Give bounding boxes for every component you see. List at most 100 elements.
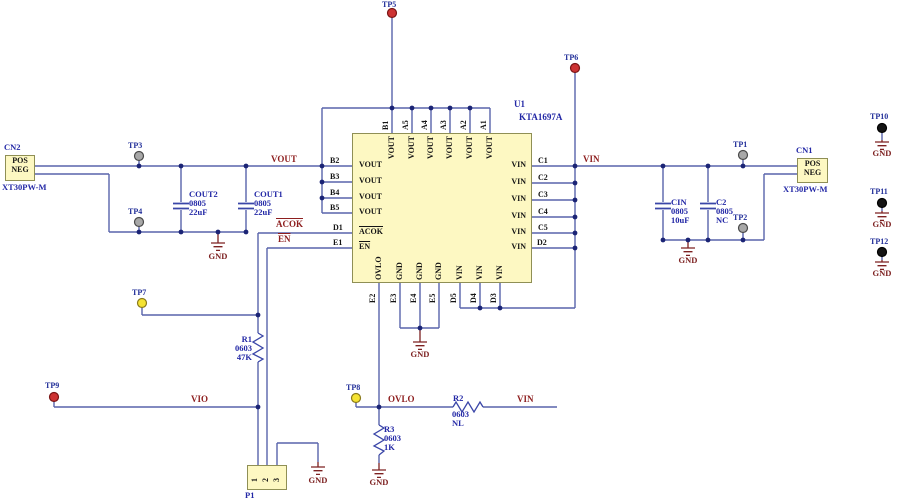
resistor-r1 xyxy=(251,332,265,363)
net-label-en: EN xyxy=(278,234,291,244)
net-label-vio: VIO xyxy=(191,394,209,404)
pin-designator-a5: A5 xyxy=(401,120,410,130)
capacitor-cin xyxy=(655,202,671,210)
pin-designator-d5: D5 xyxy=(449,293,458,303)
pin-designator-a3: A3 xyxy=(439,120,448,130)
testpoint-tp10 xyxy=(876,122,888,134)
tp11-label: TP11 xyxy=(870,187,888,196)
r3-footprint: 0603 xyxy=(384,433,401,443)
r2-ref: R2 xyxy=(453,393,464,403)
pin-designator-e1: E1 xyxy=(333,238,343,247)
net-label-vout: VOUT xyxy=(271,154,297,164)
testpoint-tp5 xyxy=(386,7,398,19)
cout1-value: 22uF xyxy=(254,207,273,217)
cn1-part: XT30PW-M xyxy=(783,184,828,194)
gnd-label: GND xyxy=(872,148,892,158)
pin-name-gnd-e5: GND xyxy=(434,262,443,280)
pin-designator-b4: B4 xyxy=(330,188,340,197)
pin-designator-d4: D4 xyxy=(469,293,478,303)
cout1-footprint: 0805 xyxy=(254,198,271,208)
pin-designator-d1: D1 xyxy=(333,223,343,232)
pin-name-c1: VIN xyxy=(511,160,526,169)
tp5-label: TP5 xyxy=(382,0,397,9)
pin-designator-b3: B3 xyxy=(330,172,340,181)
pin-name-b4: VOUT xyxy=(359,192,382,201)
cn2-part: XT30PW-M xyxy=(2,182,47,192)
resistor-symbols xyxy=(251,332,484,456)
pin-name-gnd-e4: GND xyxy=(415,262,424,280)
pin-designator-e5: E5 xyxy=(428,293,437,303)
pin-name-c5: VIN xyxy=(511,227,526,236)
connector-p1-body xyxy=(247,465,287,490)
pin-designator-c3: C3 xyxy=(538,190,548,199)
pin-name-a1: VOUT xyxy=(485,136,494,159)
cin-footprint: 0805 xyxy=(671,206,688,216)
r2-value: NL xyxy=(452,418,464,428)
capacitor-c2 xyxy=(700,202,716,210)
r1-footprint: 0603 xyxy=(235,343,252,353)
p1-pin-1: 1 xyxy=(250,478,259,482)
pin-designator-e2: E2 xyxy=(368,293,377,303)
cout2-ref: COUT2 xyxy=(189,189,218,199)
pin-name-a3: VOUT xyxy=(445,136,454,159)
tp9-label: TP9 xyxy=(45,381,60,390)
p1-pin-3: 3 xyxy=(272,478,281,482)
gnd-label: GND xyxy=(872,219,892,229)
pin-designator-e4: E4 xyxy=(409,293,418,303)
pin-name-gnd-e3: GND xyxy=(395,262,404,280)
pin-name-d2: VIN xyxy=(511,242,526,251)
cn1-pin-pos: POS xyxy=(804,159,821,168)
c2-value: NC xyxy=(716,215,729,225)
gnd-label: GND xyxy=(678,255,698,265)
testpoint-tp12 xyxy=(876,246,888,258)
testpoint-circles xyxy=(48,7,888,404)
cout2-footprint: 0805 xyxy=(189,198,206,208)
testpoint-tp4 xyxy=(133,216,145,228)
p1-pin-2: 2 xyxy=(261,478,270,482)
pin-designator-a2: A2 xyxy=(459,120,468,130)
capacitor-symbols xyxy=(173,202,716,210)
r3-ref: R3 xyxy=(384,424,395,434)
pin-designator-a4: A4 xyxy=(420,120,429,130)
net-label-acok: ACOK xyxy=(276,219,303,229)
tp7-label: TP7 xyxy=(132,288,147,297)
testpoint-tp7 xyxy=(136,297,148,309)
gnd-label: GND xyxy=(410,349,430,359)
pin-name-b3: VOUT xyxy=(359,176,382,185)
net-label-vin-r2: VIN xyxy=(517,394,534,404)
pin-designator-c4: C4 xyxy=(538,207,548,216)
connector-cn2-body xyxy=(5,155,35,181)
pin-name-en: EN xyxy=(359,242,371,251)
cout1-ref: COUT1 xyxy=(254,189,283,199)
pin-designator-d3: D3 xyxy=(489,293,498,303)
c2-ref: C2 xyxy=(716,197,727,207)
pin-designator-b1: B1 xyxy=(381,120,390,130)
tp3-label: TP3 xyxy=(128,141,143,150)
resistor-r2 xyxy=(452,400,484,414)
ic-body xyxy=(352,133,532,283)
pin-name-b5: VOUT xyxy=(359,207,382,216)
pin-name-a5: VOUT xyxy=(407,136,416,159)
pin-designator-b5: B5 xyxy=(330,203,340,212)
gnd-label: GND xyxy=(308,475,328,485)
pin-name-b2: VOUT xyxy=(359,160,382,169)
ic-part-number: KTA1697A xyxy=(519,112,563,122)
pin-name-ovlo: OVLO xyxy=(374,256,383,280)
pin-name-acok: ACOK xyxy=(359,227,383,236)
p1-ref: P1 xyxy=(245,490,255,500)
capacitor-cout1 xyxy=(238,202,254,210)
pin-name-vin-d4: VIN xyxy=(475,265,484,280)
pin-designator-c2: C2 xyxy=(538,173,548,182)
cn1-ref: CN1 xyxy=(796,145,813,155)
c2-footprint: 0805 xyxy=(716,206,733,216)
r2-footprint: 0603 xyxy=(452,409,469,419)
pin-name-b1: VOUT xyxy=(387,136,396,159)
r1-value: 47K xyxy=(236,352,252,362)
testpoint-tp1 xyxy=(737,149,749,161)
pin-designator-b2: B2 xyxy=(330,156,340,165)
pin-designator-c5: C5 xyxy=(538,223,548,232)
pin-name-vin-d3: VIN xyxy=(495,265,504,280)
pin-designator-d2: D2 xyxy=(537,238,547,247)
cin-ref: CIN xyxy=(671,197,687,207)
